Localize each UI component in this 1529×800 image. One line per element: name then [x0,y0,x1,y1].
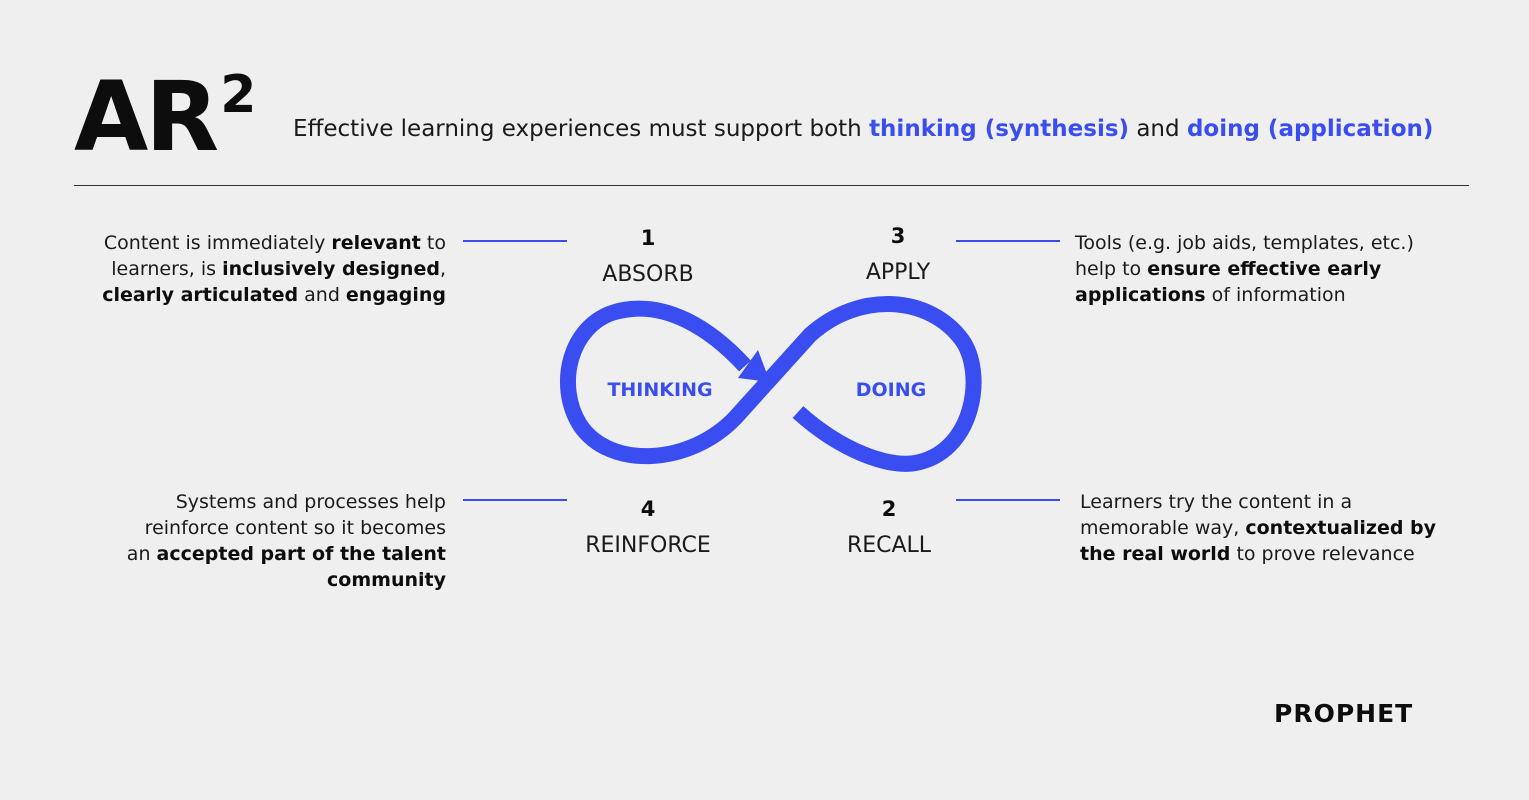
subtitle-accent-doing: doing (application) [1186,116,1434,142]
description-reinforce: Systems and processes help reinforce con… [66,489,446,593]
apply-text-2b: ensure effective early [1147,258,1382,280]
apply-text-3b: of information [1205,284,1346,306]
page-title: AR2 [74,65,256,178]
title-main: AR [74,61,219,173]
connector-reinforce [463,499,567,501]
absorb-text-2b: inclusively designed [222,258,440,280]
apply-text-2a: help to [1075,258,1148,280]
absorb-text-1c: to [420,232,446,254]
reinforce-text-3a: an [126,543,157,565]
arrow-icon [738,350,770,382]
absorb-text-1a: Content is immediately [103,232,332,254]
absorb-text-1b: relevant [331,232,421,254]
recall-text-2b: contextualized by [1245,517,1437,539]
description-recall: Learners try the content in a memorable … [1080,489,1480,567]
absorb-text-2a: learners, is [111,258,223,280]
recall-text-1: Learners try the content in a [1080,491,1353,513]
doing-label: DOING [855,379,927,401]
page-subtitle: Effective learning experiences must supp… [293,116,1433,142]
step-label-reinforce: REINFORCE [585,533,711,558]
connector-apply [956,240,1060,242]
description-absorb: Content is immediately relevant to learn… [66,230,446,308]
recall-text-3b: to prove relevance [1230,543,1415,565]
description-apply: Tools (e.g. job aids, templates, etc.) h… [1075,230,1475,308]
infinity-stroke [559,296,982,472]
apply-text-3a: applications [1075,284,1206,306]
step-number-apply: 3 [890,224,906,248]
absorb-text-3c: engaging [345,284,446,306]
step-label-apply: APPLY [865,260,931,285]
step-number-absorb: 1 [640,226,656,250]
subtitle-prefix: Effective learning experiences must supp… [293,116,870,142]
thinking-label: THINKING [607,379,713,401]
recall-text-3a: the real world [1080,543,1231,565]
absorb-text-2c: , [439,258,446,280]
connector-absorb [463,240,567,242]
reinforce-text-3b: accepted part of the talent [156,543,446,565]
connector-recall [956,499,1060,501]
apply-text-1: Tools (e.g. job aids, templates, etc.) [1075,232,1414,254]
subtitle-accent-thinking: thinking (synthesis) [869,116,1130,142]
title-superscript: 2 [220,65,257,125]
header-divider [74,185,1469,186]
subtitle-mid: and [1129,116,1187,142]
reinforce-text-1: Systems and processes help [175,491,446,513]
step-label-recall: RECALL [846,533,932,558]
step-number-recall: 2 [881,497,897,521]
recall-text-2a: memorable way, [1080,517,1246,539]
reinforce-text-2: reinforce content so it becomes [144,517,446,539]
step-number-reinforce: 4 [640,497,656,521]
absorb-text-3a: clearly articulated [102,284,299,306]
prophet-logo: PROPHET [1274,699,1414,728]
reinforce-text-4: community [327,569,446,591]
absorb-text-3b: and [298,284,346,306]
step-label-absorb: ABSORB [602,262,694,287]
